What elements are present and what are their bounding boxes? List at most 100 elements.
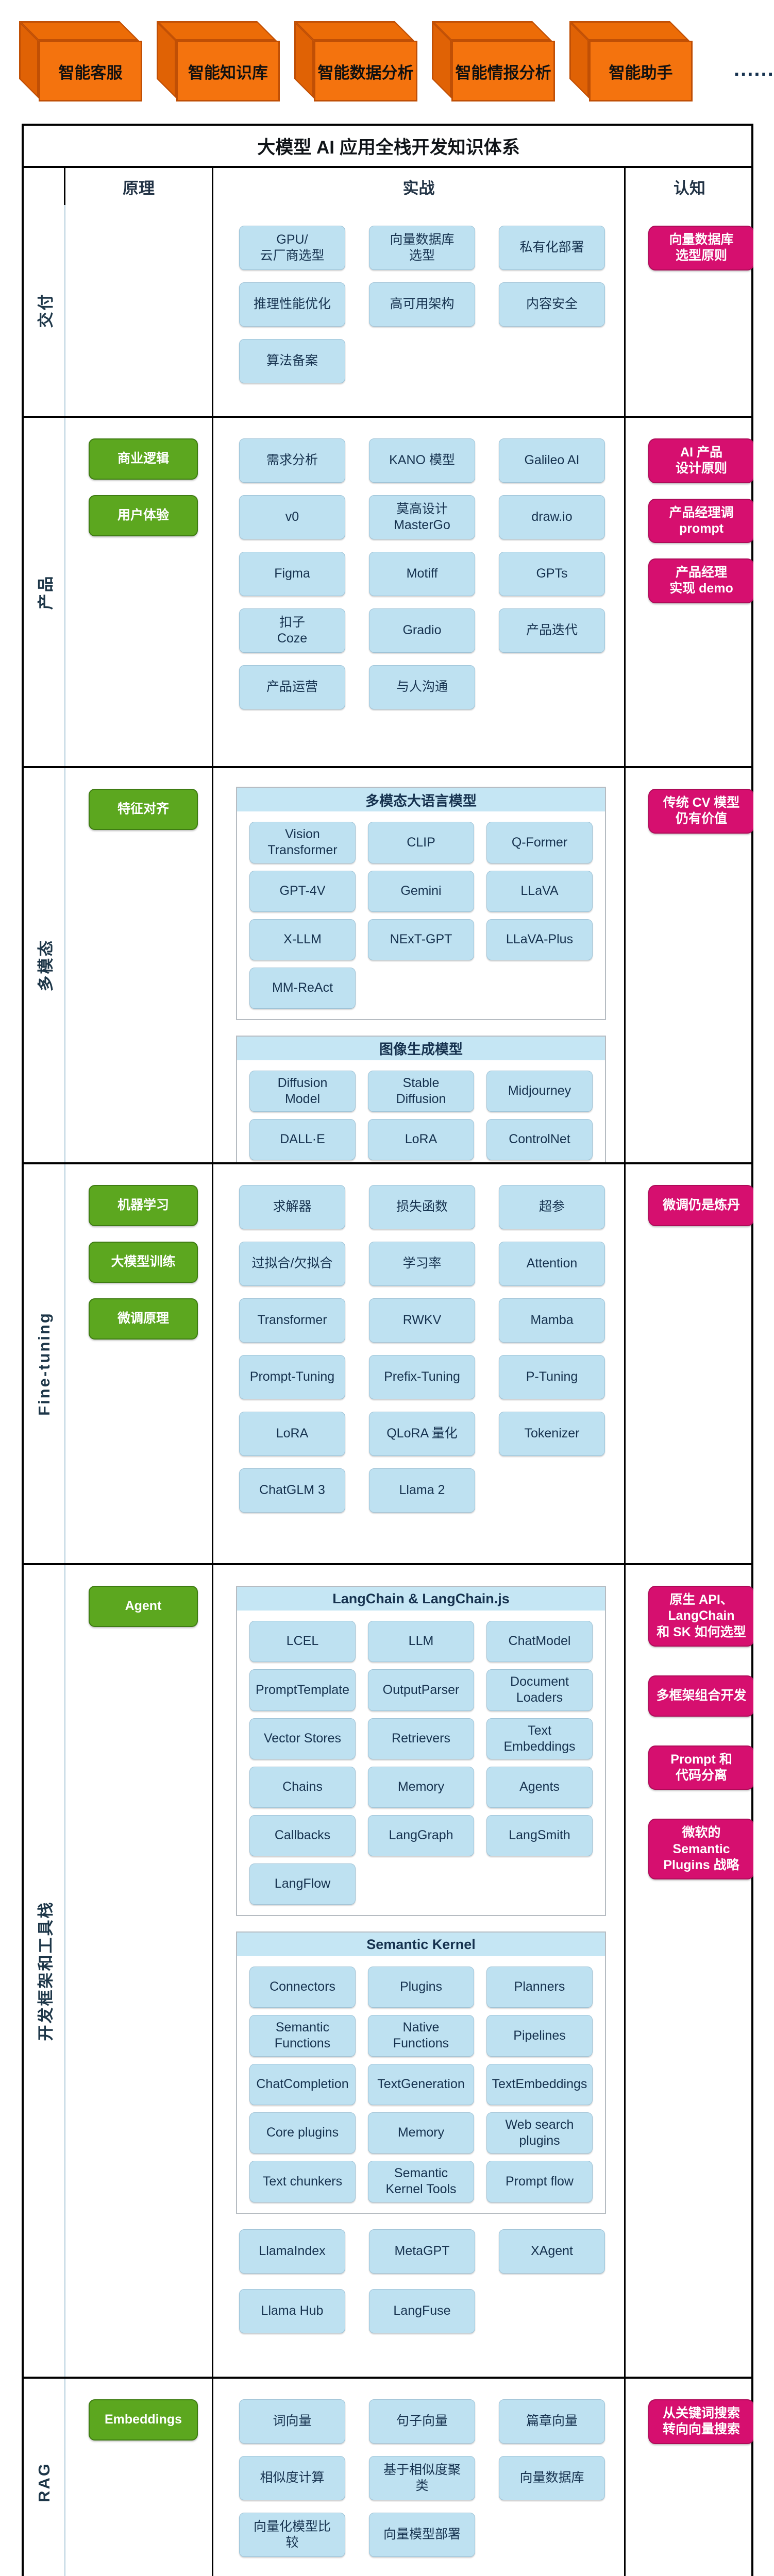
- app-box-top-face: [294, 21, 414, 41]
- cognition-pill: 向量数据库 选型原则: [648, 226, 753, 270]
- app-box-top-face: [19, 21, 139, 41]
- practice-box: ChatCompletion: [249, 2063, 356, 2105]
- practice-box: Web search plugins: [486, 2112, 593, 2154]
- practice-box: TextGeneration: [368, 2063, 474, 2105]
- practice-box: Midjourney: [486, 1070, 593, 1112]
- practice-box: MetaGPT: [369, 2229, 475, 2274]
- practice-box: 篇章向量: [499, 2399, 605, 2444]
- app-box: 智能助手: [569, 21, 693, 101]
- practice-box: Prefix-Tuning: [369, 1355, 475, 1399]
- practice-box: LoRA: [239, 1412, 345, 1456]
- more-apps-ellipsis: ......: [734, 58, 774, 80]
- app-box: 智能数据分析: [294, 21, 417, 101]
- row-label-cell-product: 产品: [24, 418, 65, 766]
- practice-box: 求解器: [239, 1185, 345, 1229]
- row-label-cell-multimodal: 多模态: [24, 768, 65, 1162]
- practice-box: XAgent: [499, 2229, 605, 2274]
- principle-cell-multimodal: 特征对齐: [65, 768, 213, 1162]
- principle-pill: 机器学习: [89, 1185, 198, 1226]
- practice-box: LLaVA: [486, 870, 593, 912]
- practice-box: 学习率: [369, 1242, 475, 1286]
- practice-box: 相似度计算: [239, 2456, 345, 2500]
- principle-cell-product: 商业逻辑用户体验: [65, 418, 213, 766]
- practice-box: Agents: [486, 1767, 593, 1808]
- practice-box: Chains: [249, 1767, 356, 1808]
- app-box: 智能知识库: [157, 21, 280, 101]
- practice-sub-row: GPU/ 云厂商选型向量数据库 选型私有化部署: [239, 226, 605, 270]
- cognition-pill: 产品经理调 prompt: [648, 498, 753, 543]
- practice-box: 向量数据库 选型: [369, 226, 475, 270]
- row-label-cell-rag: RAG: [24, 2379, 65, 2576]
- principle-cell-frameworks: Agent: [65, 1565, 213, 2377]
- practice-box: Prompt flow: [486, 2161, 593, 2202]
- cognition-cell-delivery: 向量数据库 选型原则: [626, 205, 753, 416]
- app-box-label: 智能情报分析: [455, 63, 551, 82]
- practice-box: DALL·E: [249, 1119, 356, 1160]
- practice-box: Diffusion Model: [249, 1070, 356, 1112]
- practice-box: OutputParser: [368, 1669, 474, 1711]
- principle-pill: Agent: [89, 1586, 198, 1627]
- practice-box: Semantic Functions: [249, 2015, 356, 2057]
- cognition-pill: 微调仍是炼丹: [648, 1185, 753, 1226]
- practice-box: GPU/ 云厂商选型: [239, 226, 345, 270]
- practice-box: LangFuse: [369, 2289, 475, 2333]
- row-label-multimodal: 多模态: [37, 939, 55, 992]
- cognition-pill: 传统 CV 模型 仍有价值: [648, 789, 753, 834]
- practice-box: LoRA: [368, 1119, 474, 1160]
- principle-pill: 大模型训练: [89, 1242, 198, 1283]
- practice-box: draw.io: [499, 495, 605, 539]
- app-boxes: 智能客服智能知识库智能数据分析 智能情报分析 智能助手: [0, 0, 774, 124]
- app-box-top-face: [569, 21, 689, 41]
- row-label-delivery: 交付: [37, 293, 55, 328]
- practice-box: 超参: [499, 1185, 605, 1229]
- cognition-cell-rag: 从关键词搜索 转向向量搜索: [626, 2379, 753, 2576]
- practice-box: Planners: [486, 1967, 593, 2008]
- practice-group-title: LangChain & LangChain.js: [237, 1587, 605, 1611]
- practice-box: Prompt-Tuning: [239, 1355, 345, 1399]
- practice-box: NExT-GPT: [368, 919, 474, 960]
- practice-box: Vision Transformer: [249, 822, 356, 863]
- app-box-label: 智能助手: [609, 63, 673, 82]
- row-label-finetuning: Fine-tuning: [35, 1312, 53, 1416]
- cognition-cell-finetuning: 微调仍是炼丹: [626, 1164, 753, 1563]
- practice-box: 损失函数: [369, 1185, 475, 1229]
- principle-pill: 微调原理: [89, 1298, 198, 1340]
- matrix-row-delivery: 交付 GPU/ 云厂商选型向量数据库 选型私有化部署推理性能优化高可用架构内容安全…: [24, 205, 753, 416]
- practice-box: 推理性能优化: [239, 282, 345, 327]
- practice-cell-delivery: GPU/ 云厂商选型向量数据库 选型私有化部署推理性能优化高可用架构内容安全算法…: [213, 205, 626, 416]
- practice-box: 需求分析: [239, 438, 345, 483]
- practice-box: Text Embeddings: [486, 1718, 593, 1759]
- practice-box: Mamba: [499, 1298, 605, 1343]
- app-box: 智能客服: [19, 21, 142, 101]
- app-box-label: 智能数据分析: [317, 63, 414, 82]
- practice-box: Motiff: [369, 552, 475, 596]
- practice-box: LLM: [368, 1621, 474, 1662]
- app-box-top-face: [432, 21, 552, 41]
- practice-box: Llama 2: [369, 1468, 475, 1513]
- practice-box: 产品迭代: [499, 608, 605, 653]
- practice-box: Text chunkers: [249, 2161, 356, 2202]
- practice-box: CLIP: [368, 822, 474, 863]
- practice-box: QLoRA 量化: [369, 1412, 475, 1456]
- row-label-frameworks: 开发框架和工具栈: [37, 1901, 55, 2041]
- practice-box: MM-ReAct: [249, 967, 356, 1009]
